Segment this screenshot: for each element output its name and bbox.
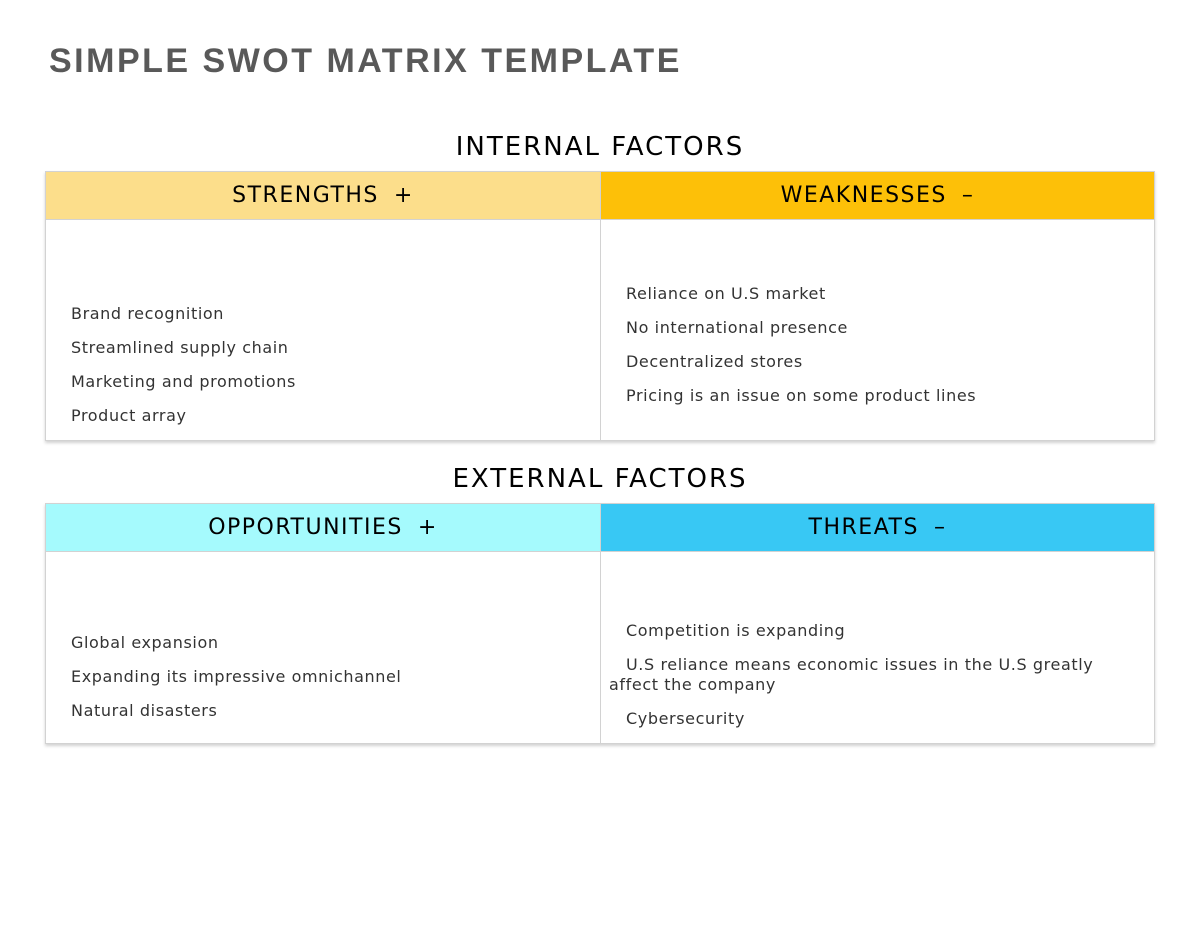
- weaknesses-item: No international presence: [626, 318, 848, 337]
- opportunities-list: Global expansion Expanding its impressiv…: [46, 552, 600, 743]
- strengths-item: Marketing and promotions: [71, 372, 296, 391]
- plus-sign: +: [393, 183, 414, 208]
- weaknesses-list: Reliance on U.S market No international …: [601, 220, 1154, 440]
- external-factors-table: OPPORTUNITIES + Global expansion Expandi…: [45, 503, 1155, 744]
- threats-list: Competition is expanding U.S reliance me…: [601, 552, 1154, 743]
- opportunities-item: Expanding its impressive omnichannel: [71, 667, 402, 686]
- strengths-item: Streamlined supply chain: [71, 338, 289, 357]
- opportunities-column: OPPORTUNITIES + Global expansion Expandi…: [46, 504, 600, 743]
- weaknesses-header-label: WEAKNESSES: [780, 183, 947, 208]
- weaknesses-column: WEAKNESSES – Reliance on U.S market No i…: [600, 172, 1154, 440]
- external-factors-section: EXTERNAL FACTORS OPPORTUNITIES + Global …: [0, 464, 1200, 744]
- internal-factors-section: INTERNAL FACTORS STRENGTHS + Brand recog…: [0, 132, 1200, 441]
- strengths-header: STRENGTHS +: [46, 172, 600, 220]
- page-title: SIMPLE SWOT MATRIX TEMPLATE: [49, 42, 682, 80]
- strengths-column: STRENGTHS + Brand recognition Streamline…: [46, 172, 600, 440]
- opportunities-header: OPPORTUNITIES +: [46, 504, 600, 552]
- weaknesses-item: Reliance on U.S market: [626, 284, 826, 303]
- weaknesses-header: WEAKNESSES –: [601, 172, 1154, 220]
- strengths-item: Brand recognition: [71, 304, 224, 323]
- opportunities-header-label: OPPORTUNITIES: [208, 515, 403, 540]
- plus-sign: +: [417, 515, 438, 540]
- threats-item: U.S reliance means economic issues in th…: [609, 655, 1094, 694]
- internal-factors-heading: INTERNAL FACTORS: [455, 132, 745, 162]
- threats-item: Cybersecurity: [626, 709, 745, 728]
- minus-sign: –: [933, 515, 947, 540]
- strengths-list: Brand recognition Streamlined supply cha…: [46, 220, 600, 440]
- threats-header-label: THREATS: [808, 515, 919, 540]
- threats-header: THREATS –: [601, 504, 1154, 552]
- weaknesses-item: Pricing is an issue on some product line…: [626, 386, 977, 405]
- external-factors-heading: EXTERNAL FACTORS: [452, 464, 748, 494]
- minus-sign: –: [961, 183, 975, 208]
- threats-column: THREATS – Competition is expanding U.S r…: [600, 504, 1154, 743]
- opportunities-item: Natural disasters: [71, 701, 218, 720]
- strengths-item: Product array: [71, 406, 187, 425]
- weaknesses-item: Decentralized stores: [626, 352, 803, 371]
- threats-item: Competition is expanding: [626, 621, 846, 640]
- internal-factors-table: STRENGTHS + Brand recognition Streamline…: [45, 171, 1155, 441]
- opportunities-item: Global expansion: [71, 633, 219, 652]
- strengths-header-label: STRENGTHS: [232, 183, 379, 208]
